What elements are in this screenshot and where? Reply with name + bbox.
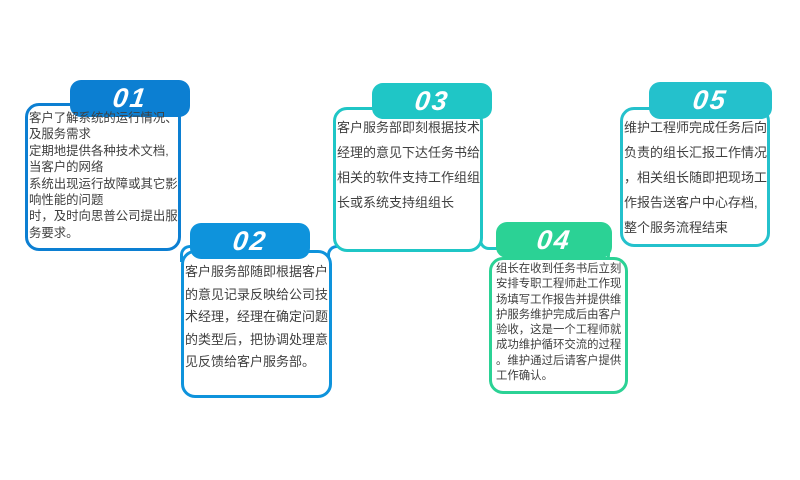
step-03-description: 客户服务部即刻根据技术 经理的意见下达任务书给 相关的软件支持工作组组 长或系统… xyxy=(337,120,481,210)
step-03-number-badge: 03 xyxy=(372,83,492,119)
step-01-number-badge: 01 xyxy=(70,80,190,117)
step-02-description: 客户服务部随即根据客户 的意见记录反映给公司技 术经理，经理在确定问题 的类型后… xyxy=(185,264,329,369)
step-02-number: 02 xyxy=(230,225,270,256)
step-03-number: 03 xyxy=(412,85,452,116)
connector-elbow-1-2 xyxy=(180,245,193,262)
step-05-number-badge: 05 xyxy=(649,82,772,119)
step-05-number: 05 xyxy=(691,85,730,115)
connector-elbow-2-3 xyxy=(327,245,339,262)
step-01-description: 客户了解系统的运行情况、 及服务需求 定期地提供各种技术文档, 当客户的网络 系… xyxy=(29,111,178,240)
step-04-description: 组长在收到任务书后立刻 安排专职工程师赴工作现 场填写工作报告并提供维 护服务维… xyxy=(496,263,622,383)
step-02-number-badge: 02 xyxy=(190,223,310,259)
step-01-card xyxy=(25,103,181,251)
step-04-number-badge: 04 xyxy=(496,222,612,258)
step-05-description: 维护工程师完成任务后向 负责的组长汇报工作情况 ，相关组长随即把现场工 作报告送… xyxy=(624,120,768,235)
step-04-number: 04 xyxy=(534,224,574,255)
step-04-card xyxy=(489,257,628,394)
